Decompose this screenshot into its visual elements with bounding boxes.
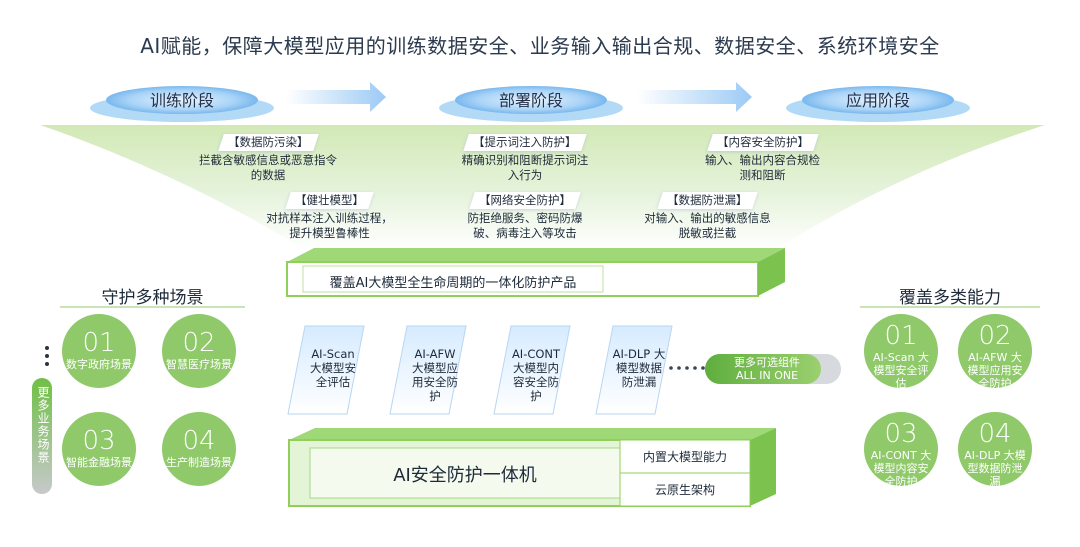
component-cube-1 [287,325,365,415]
appliance-box [288,428,776,507]
more-scenarios-bar [32,378,52,494]
card-content-security: 【内容安全防护】 输入、输出内容合规检测和阻断 [700,134,825,183]
capability-circle: 01 AI-Scan 大模型安全评估 [864,314,938,390]
card-data-anti-pollution: 【数据防污染】 拦截含敏感信息或恶意指令的数据 [198,134,338,183]
card-body: 对输入、输出的敏感信息脱敏或拦截 [644,211,771,240]
component-cube-4 [595,325,673,415]
capability-label: AI-DLP 大模型数据防泄漏 [964,449,1026,488]
card-header: 【网络安全防护】 [479,193,571,207]
scenario-label: 数字政府场景 [66,358,132,371]
component-label-dlp: AI-DLP 大模型数据防泄漏 [612,347,666,389]
card-body: 输入、输出内容合规检测和阻断 [705,153,820,182]
card-body: 精确识别和阻断提示词注入行为 [461,153,589,182]
card-body: 对抗样本注入训练过程，提升模型鲁棒性 [266,211,393,240]
scenario-circle: 04 生产制造场景 [162,412,236,486]
capability-number: 03 [884,419,918,449]
appliance-feature-cloud-native: 云原生架构 [654,483,715,497]
scenario-number: 04 [182,426,216,456]
scenario-number: 02 [182,328,216,358]
arrow-icon [286,82,386,112]
scenario-label: 生产制造场景 [166,456,232,469]
card-prompt-injection: 【提示词注入防护】 精确识别和阻断提示词注入行为 [460,134,590,183]
appliance-label: AI安全防护一体机 [393,465,537,486]
more-components-label: 更多可选组件 ALL IN ONE [712,356,822,382]
right-section-title: 覆盖多类能力 [899,288,1001,308]
capability-circle: 04 AI-DLP 大模型数据防泄漏 [958,412,1032,488]
capability-number: 02 [978,321,1012,351]
more-scenarios-label: 更多业务场景 [36,386,50,464]
capability-number: 04 [978,419,1012,449]
capability-label: AI-CONT 大模型内容安全防护 [870,449,932,488]
stage-label-training: 训练阶段 [149,91,214,110]
vertical-dots [45,346,49,366]
capability-circle: 03 AI-CONT 大模型内容安全防护 [864,412,938,488]
card-body: 防拒绝服务、密码防爆破、病毒注入等攻击 [467,211,583,240]
stage-disc-1 [90,86,274,122]
more-components-line1: 更多可选组件 [734,356,800,369]
card-robust-model: 【健壮模型】 对抗样本注入训练过程，提升模型鲁棒性 [262,192,397,241]
capability-label: AI-AFW 大模型应用安全防护 [967,351,1023,390]
card-header: 【数据防污染】 [227,135,309,149]
appliance-feature-builtin: 内置大模型能力 [642,450,727,464]
component-cube-2 [389,325,467,415]
stage-disc-3 [786,86,970,122]
component-label-scan: AI-Scan 大模型安全评估 [310,347,356,389]
card-header: 【内容安全防护】 [716,135,809,149]
card-body: 拦截含敏感信息或恶意指令的数据 [199,153,337,182]
capability-number: 01 [884,321,918,351]
scenario-circle: 01 数字政府场景 [62,314,136,388]
card-header: 【健壮模型】 [295,193,364,207]
card-header: 【提示词注入防护】 [473,135,577,149]
stage-disc-2 [439,86,623,122]
scenario-label: 智慧医疗场景 [166,358,232,371]
card-data-leak-prevention: 【数据防泄漏】 对输入、输出的敏感信息脱敏或拦截 [640,192,775,241]
scenario-circle: 03 智能金融场景 [62,412,136,486]
more-components-pill [705,354,841,384]
card-network-security: 【网络安全防护】 防拒绝服务、密码防爆破、病毒注入等攻击 [460,192,590,241]
more-components-line2: ALL IN ONE [735,369,799,382]
component-label-cont: AI-CONT 大模型内容安全防护 [511,347,561,403]
page-title: AI赋能，保障大模型应用的训练数据安全、业务输入输出合规、数据安全、系统环境安全 [140,34,940,58]
capability-circle: 02 AI-AFW 大模型应用安全防护 [958,314,1032,390]
arrow-icon [637,82,752,112]
scenario-number: 03 [82,426,116,456]
platform-label: 覆盖AI大模型全生命周期的一体化防护产品 [329,276,577,291]
stage-label-application: 应用阶段 [845,91,910,110]
component-label-afw: AI-AFW 大模型应用安全防护 [412,347,458,403]
left-section-title: 守护多种场景 [101,288,204,308]
funnel-shape [40,125,1045,250]
scenario-circle: 02 智慧医疗场景 [162,314,236,388]
component-cube-3 [493,325,571,415]
capability-label: AI-Scan 大模型安全评估 [873,351,929,390]
scenario-label: 智能金融场景 [66,456,132,469]
scenario-number: 01 [82,328,116,358]
platform-slab [286,248,785,297]
stage-label-deployment: 部署阶段 [498,91,563,110]
card-header: 【数据防泄漏】 [667,193,748,207]
